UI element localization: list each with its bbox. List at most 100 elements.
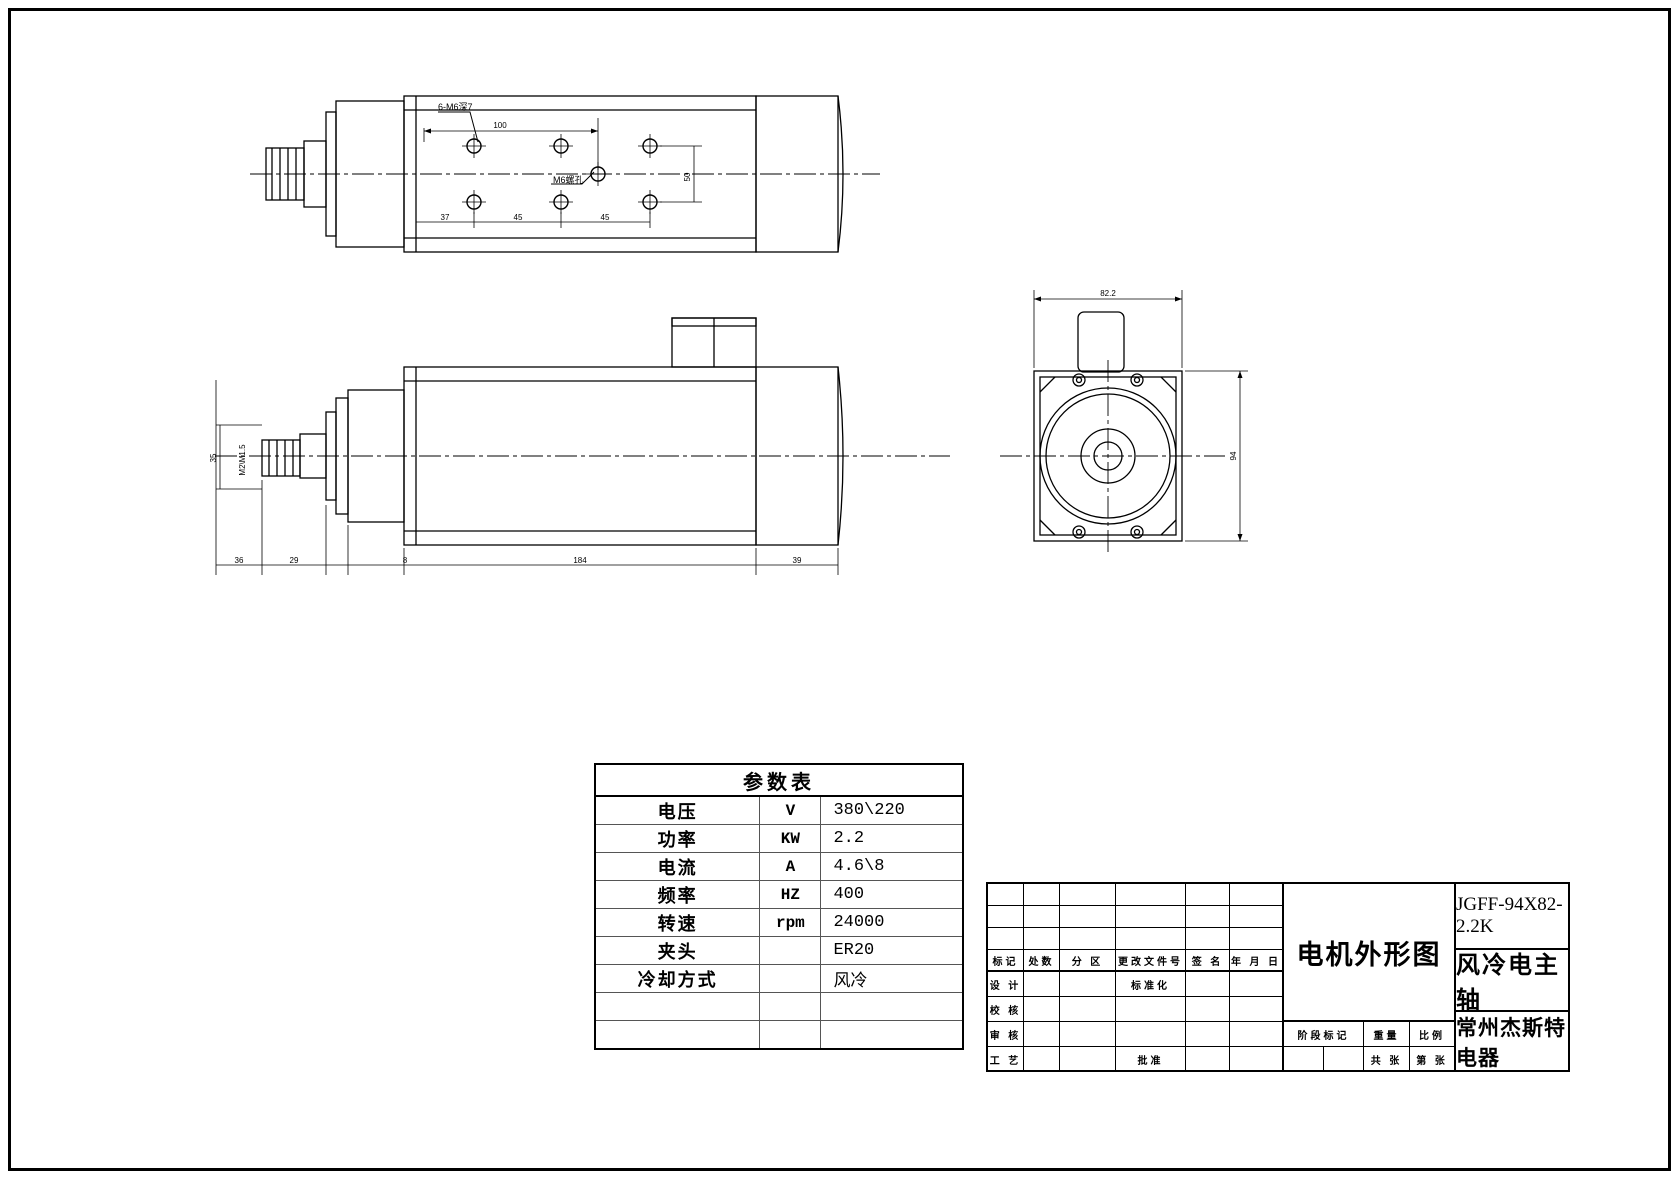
table-row: 电流 A 4.6\8 <box>594 852 964 881</box>
revision-cell-r1c4 <box>1116 884 1186 906</box>
param-value-speed: 24000 <box>820 908 964 937</box>
approval-name-review <box>1024 1022 1060 1047</box>
table-row: 频率 HZ 400 <box>594 880 964 909</box>
title-block: 标记 处数 分 区 更改文件号 签 名 年 月 日 设 计 标准化 校 核 审 … <box>986 882 1570 1072</box>
revision-header-mark: 标记 <box>988 950 1024 972</box>
param-value-current: 4.6\8 <box>820 852 964 881</box>
sheet-total-label: 共 张 <box>1364 1047 1410 1072</box>
note-m6-thread-hole: M6螺孔 <box>553 175 584 185</box>
parameter-table-title-row: 参数表 <box>594 763 964 797</box>
standardization-label: 标准化 <box>1116 972 1186 997</box>
param-value-blank2 <box>820 1020 964 1050</box>
revision-cell-r1c3 <box>1060 884 1116 906</box>
dim-45b: 45 <box>601 213 610 222</box>
weight-label: 重量 <box>1364 1022 1410 1047</box>
param-label-blank2 <box>594 1020 761 1050</box>
revision-cell-r3c2 <box>1024 928 1060 950</box>
param-value-blank1 <box>820 992 964 1021</box>
table-row: 电压 V 380\220 <box>594 795 964 825</box>
revision-cell-r2c4 <box>1116 906 1186 928</box>
param-unit-power: KW <box>759 824 822 853</box>
dim-45a: 45 <box>514 213 523 222</box>
approval-name-process <box>1024 1047 1060 1072</box>
param-label-voltage: 电压 <box>594 795 761 825</box>
param-label-speed: 转速 <box>594 908 761 937</box>
param-value-voltage: 380\220 <box>820 795 964 825</box>
table-row: 夹头 ER20 <box>594 936 964 965</box>
approval-label-check: 校 核 <box>988 997 1024 1022</box>
dim-37: 37 <box>441 213 450 222</box>
dim-100: 100 <box>493 121 507 130</box>
product-name: 风冷电主轴 <box>1456 950 1568 1012</box>
param-unit-voltage: V <box>759 795 822 825</box>
parameter-table-title: 参数表 <box>594 763 964 797</box>
param-unit-current: A <box>759 852 822 881</box>
approval-date-check <box>1060 997 1116 1022</box>
dim-36: 36 <box>235 556 244 565</box>
revision-header-zone: 分 区 <box>1060 950 1116 972</box>
param-unit-frequency: HZ <box>759 880 822 909</box>
approval-date-review <box>1060 1022 1116 1047</box>
revision-cell-r2c6 <box>1230 906 1284 928</box>
dim-29: 29 <box>290 556 299 565</box>
check-blank-1 <box>1116 997 1186 1022</box>
approval-date-design <box>1060 972 1116 997</box>
revision-cell-r2c2 <box>1024 906 1060 928</box>
param-label-cooling: 冷却方式 <box>594 964 761 993</box>
dim-82-2: 82.2 <box>1100 289 1116 298</box>
note-6-m6-deep-7: 6-M6深7 <box>438 102 473 112</box>
check-blank-2 <box>1186 997 1230 1022</box>
approve-date <box>1230 1047 1284 1072</box>
approve-name <box>1186 1047 1230 1072</box>
review-blank-2 <box>1186 1022 1230 1047</box>
company-name: 常州杰斯特电器 <box>1456 1016 1566 1070</box>
param-value-collet: ER20 <box>820 936 964 965</box>
param-label-current: 电流 <box>594 852 761 881</box>
revision-header-date: 年 月 日 <box>1230 950 1284 972</box>
review-blank-1 <box>1116 1022 1186 1047</box>
revision-cell-r1c1 <box>988 884 1024 906</box>
dim-50: 50 <box>683 172 692 181</box>
approval-label-review: 审 核 <box>988 1022 1024 1047</box>
revision-cell-r2c3 <box>1060 906 1116 928</box>
table-row: 转速 rpm 24000 <box>594 908 964 937</box>
param-label-power: 功率 <box>594 824 761 853</box>
dim-184: 184 <box>573 556 587 565</box>
standardization-name <box>1186 972 1230 997</box>
param-unit-speed: rpm <box>759 908 822 937</box>
dim-94: 94 <box>1229 451 1238 460</box>
param-unit-blank2 <box>759 1020 822 1050</box>
dim-35: 35 <box>209 453 218 462</box>
standardization-date <box>1230 972 1284 997</box>
approval-label-process: 工 艺 <box>988 1047 1024 1072</box>
thread-note: M2\M1.5 <box>238 444 247 476</box>
param-value-power: 2.2 <box>820 824 964 853</box>
revision-cell-r2c5 <box>1186 906 1230 928</box>
param-unit-collet <box>759 936 822 965</box>
revision-cell-r3c5 <box>1186 928 1230 950</box>
review-blank-3 <box>1230 1022 1284 1047</box>
approval-date-process <box>1060 1047 1116 1072</box>
param-value-frequency: 400 <box>820 880 964 909</box>
param-value-cooling: 风冷 <box>820 964 964 993</box>
stage-mark-label: 阶段标记 <box>1284 1022 1364 1047</box>
revision-cell-r3c1 <box>988 928 1024 950</box>
param-label-blank1 <box>594 992 761 1021</box>
parameter-table-body: 参数表 电压 V 380\220 功率 KW 2.2 电流 A 4.6\8 频率… <box>594 763 964 1050</box>
parameter-table: 参数表 电压 V 380\220 功率 KW 2.2 电流 A 4.6\8 频率… <box>594 763 964 1050</box>
param-label-frequency: 频率 <box>594 880 761 909</box>
table-row: 功率 KW 2.2 <box>594 824 964 853</box>
sheet-index-label: 第 张 <box>1410 1047 1456 1072</box>
revision-cell-r3c3 <box>1060 928 1116 950</box>
param-unit-blank1 <box>759 992 822 1021</box>
table-row <box>594 1020 964 1050</box>
param-label-collet: 夹头 <box>594 936 761 965</box>
dim-8: 8 <box>403 556 408 565</box>
scale-label: 比例 <box>1410 1022 1456 1047</box>
revision-cell-r2c1 <box>988 906 1024 928</box>
approval-label-design: 设 计 <box>988 972 1024 997</box>
table-row <box>594 992 964 1021</box>
revision-header-count: 处数 <box>1024 950 1060 972</box>
stage-value-1 <box>1284 1047 1324 1072</box>
